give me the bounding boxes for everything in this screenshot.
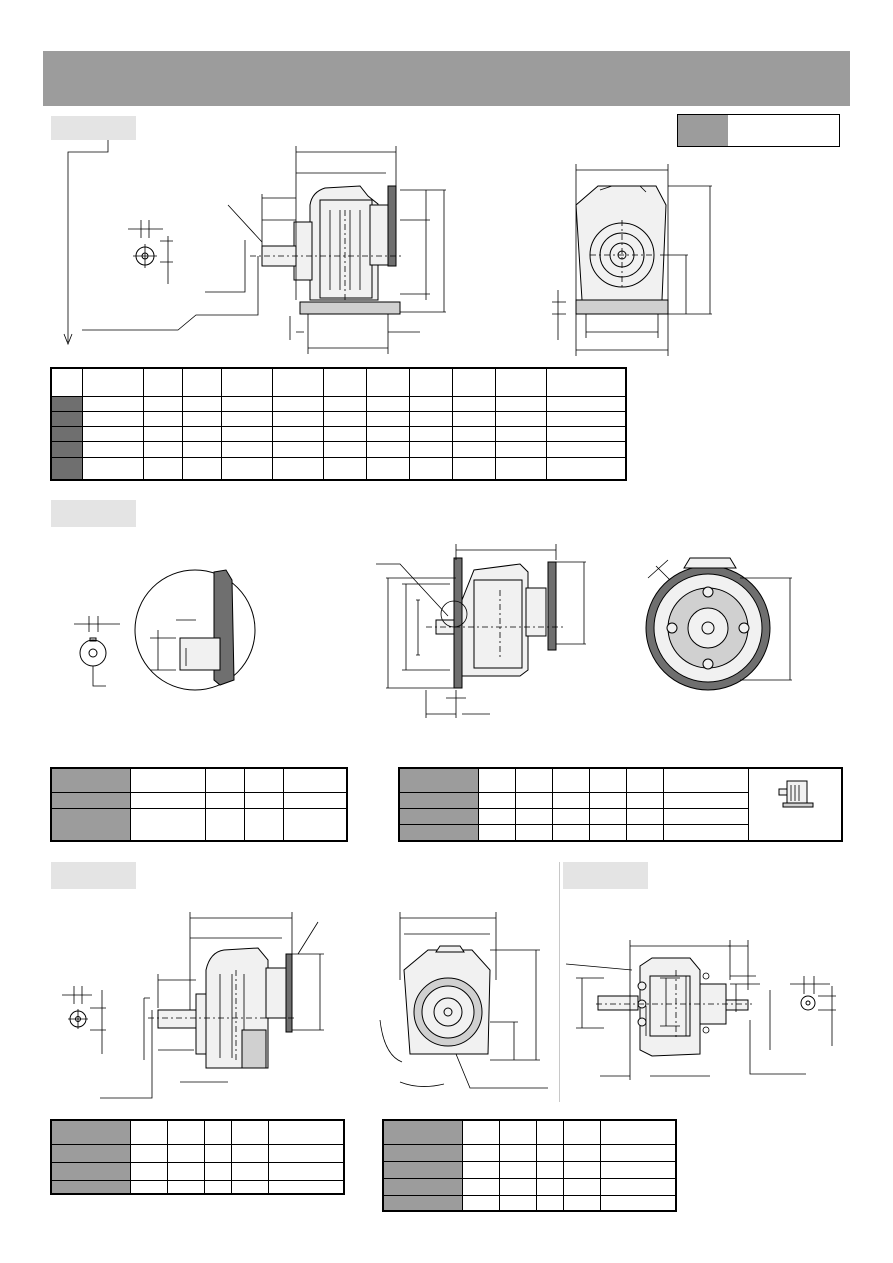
gearbox-thumbnail (778, 780, 814, 808)
model-badge (677, 114, 840, 147)
drawing-a-side-view (63, 140, 712, 356)
section-label-a (51, 116, 136, 140)
spec-table-1 (50, 367, 627, 481)
spec-table-5 (382, 1119, 677, 1212)
section-label-b (51, 500, 136, 527)
section-label-d (563, 862, 648, 889)
table3-thumbnail-cell (748, 767, 843, 842)
drawing-b (74, 544, 792, 718)
page-header-bar (43, 51, 850, 106)
spec-table-2 (50, 767, 348, 842)
section-label-c (51, 862, 136, 889)
drawing-c-d (62, 912, 836, 1099)
badge-dark-block (678, 115, 728, 146)
spec-table-3 (398, 767, 843, 842)
section-divider (559, 862, 560, 1102)
spec-table-4 (50, 1119, 345, 1195)
